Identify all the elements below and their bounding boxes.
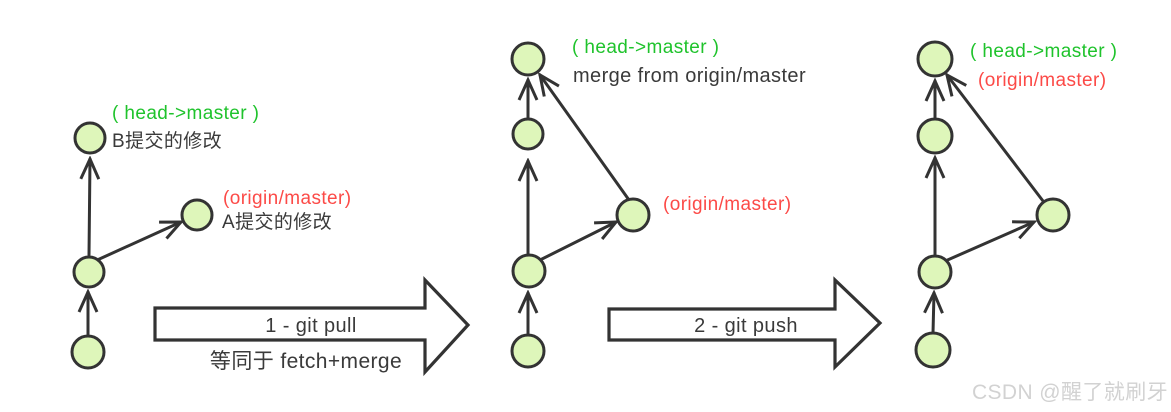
csdn-watermark: CSDN @醒了就刷牙	[972, 381, 1168, 404]
commit-node	[73, 121, 107, 155]
parent-edge-arrow	[933, 293, 934, 335]
step-label: 2 - git push	[694, 315, 798, 337]
merge-edge-arrow	[947, 75, 1045, 203]
commit-node	[1035, 197, 1071, 233]
commit-node	[917, 254, 953, 290]
parent-edge-arrow	[534, 222, 616, 264]
step-label: 1 - git pull	[265, 315, 357, 337]
commit-node	[916, 117, 954, 155]
commit-node	[70, 334, 106, 370]
parent-edge-arrow	[89, 159, 90, 257]
step-note: 等同于 fetch+merge	[210, 350, 402, 373]
panel-after-pull: ( head->master ) merge from origin/maste…	[510, 37, 806, 369]
parent-edge-arrow	[941, 222, 1034, 264]
remote-ref-label: (origin/master)	[223, 188, 351, 209]
commit-node	[916, 40, 954, 78]
commit-node	[510, 41, 546, 77]
parent-edge-arrow	[93, 222, 181, 263]
commit-node	[511, 253, 547, 289]
step-arrow-pull: 1 - git pull 等同于 fetch+merge	[153, 276, 471, 377]
commit-node	[615, 197, 651, 233]
merge-edge-arrow	[540, 75, 631, 202]
git-push-step-arrow	[607, 276, 883, 371]
commit-node	[914, 331, 952, 369]
remote-ref-label: (origin/master)	[978, 70, 1106, 91]
git-pull-step-arrow	[153, 276, 471, 377]
commit-note: merge from origin/master	[573, 65, 806, 87]
head-ref-label: ( head->master )	[970, 41, 1117, 62]
commit-note: B提交的修改	[112, 130, 222, 152]
head-ref-label: ( head->master )	[112, 103, 259, 124]
panel-after-push: ( head->master ) (origin/master)	[914, 40, 1117, 369]
remote-ref-label: (origin/master)	[663, 194, 791, 215]
head-ref-label: ( head->master )	[572, 37, 719, 58]
commit-node	[72, 255, 106, 289]
commit-note: A提交的修改	[222, 211, 332, 233]
panel-before-pull: ( head->master ) B提交的修改 (origin/master) …	[70, 103, 351, 370]
step-arrow-push: 2 - git push	[607, 276, 883, 371]
commit-node	[511, 117, 545, 151]
commit-node	[510, 333, 546, 369]
commit-node	[180, 198, 214, 232]
